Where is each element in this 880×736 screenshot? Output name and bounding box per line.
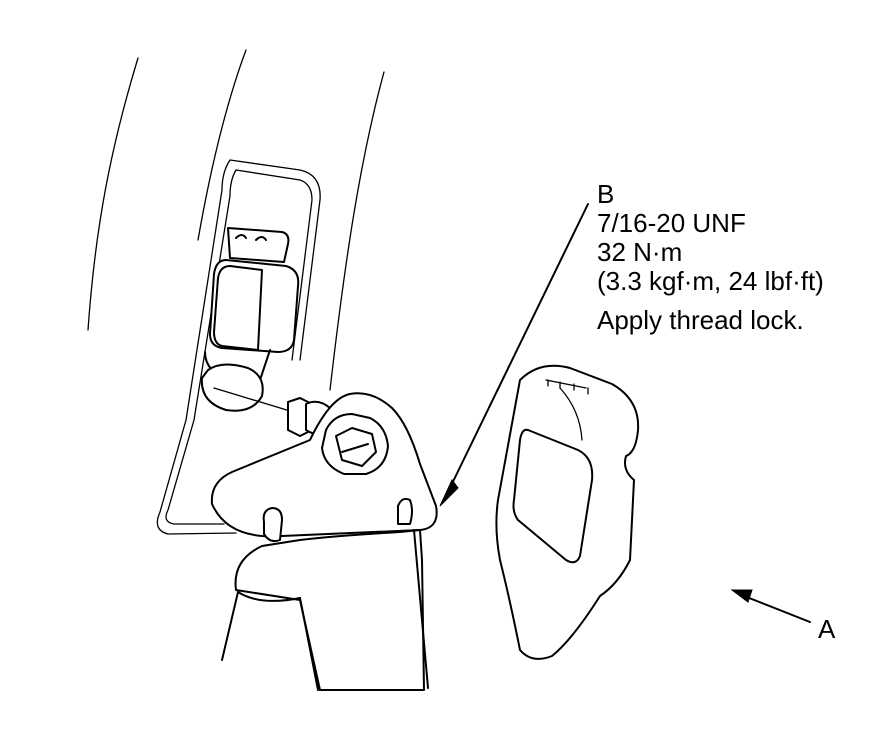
belt-webbing [221,529,429,691]
bolt-spec: 7/16-20 UNF [597,208,746,238]
callout-a-letter: A [818,614,836,644]
pillar-contour-lines [87,49,385,391]
thread-lock-note: Apply thread lock. [597,305,804,335]
callout-b-letter: B [597,179,615,209]
pillar-recess-panel [156,159,321,535]
leader-a [730,589,811,623]
adjuster-block [200,227,301,415]
torque-nm: 32 N·m [597,237,683,267]
torque-alt: (3.3 kgf·m, 24 lbf·ft) [597,266,824,296]
anchor-cover [495,364,640,660]
callout-b-text: B 7/16-20 UNF 32 N·m (3.3 kgf·m, 24 lbf·… [597,180,824,335]
leader-b [439,203,589,507]
upper-anchor-plate [210,392,438,543]
